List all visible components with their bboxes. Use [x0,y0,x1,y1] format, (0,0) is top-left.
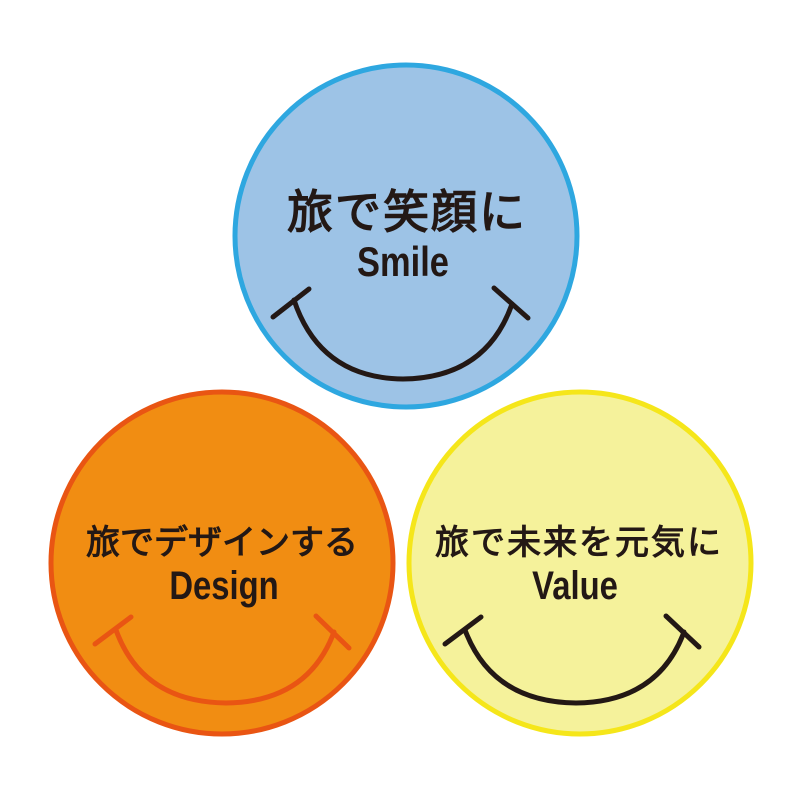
value-mouth-icon [442,613,702,706]
design-circle [48,389,396,737]
value-circle [406,389,754,737]
smile-title-en: Smile [357,238,449,285]
value-title-jp: 旅で未来を元気に [435,523,723,563]
smile-title-jp: 旅で笑顔に [287,185,527,239]
smile-circle-group [232,62,580,410]
design-title-en: Design [169,564,279,608]
smile-mouth-icon [270,285,531,382]
value-title-en: Value [532,564,618,608]
value-circle-group [406,389,754,737]
design-circle-group [48,389,396,737]
design-mouth-icon [92,613,352,706]
design-title-jp: 旅でデザインする [86,523,358,563]
smile-circle [232,62,580,410]
